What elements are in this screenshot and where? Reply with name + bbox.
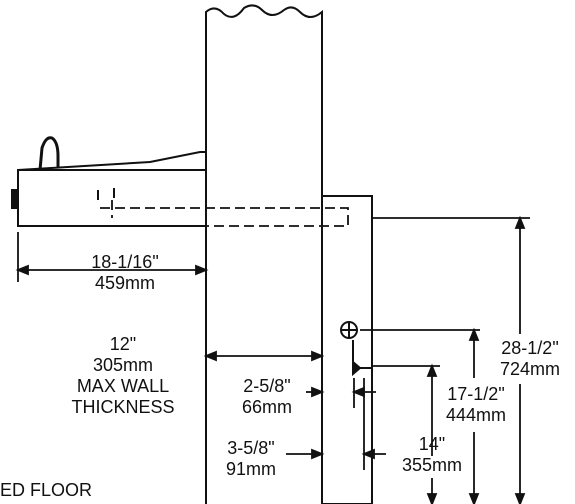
wall-note-line2: THICKNESS [71, 397, 175, 417]
projection-dimension: 18-1/16" 459mm [60, 252, 190, 294]
unit-height-dimension: 28-1/2" 724mm [488, 338, 572, 380]
frame-offset-imperial: 2-5/8" [243, 376, 291, 396]
drain-height-dimension: 17-1/2" 444mm [438, 384, 514, 426]
unit-height-imperial: 28-1/2" [501, 338, 559, 358]
supply-valve [352, 359, 362, 377]
wall-metric: 305mm [92, 355, 154, 375]
supply-offset-dimension: 3-5/8" 91mm [214, 438, 288, 480]
frame-offset-metric: 66mm [241, 397, 292, 417]
drain-height-metric: 444mm [445, 405, 507, 425]
mounting-frame [321, 195, 373, 504]
projection-metric: 459mm [94, 273, 156, 293]
unit-height-metric: 724mm [499, 359, 561, 379]
wall-dimension: 12" 305mm MAX WALL THICKNESS [48, 334, 198, 418]
dimension-lines [15, 215, 530, 504]
wall-imperial: 12" [109, 334, 137, 354]
floor-label: ED FLOOR [0, 480, 93, 500]
supply-line-hidden [100, 200, 349, 227]
supply-height-metric: 355mm [401, 455, 463, 475]
wall-section [205, 4, 323, 504]
fountain-unit [11, 136, 207, 227]
wall-note-line1: MAX WALL [76, 376, 170, 396]
supply-offset-metric: 91mm [225, 459, 276, 479]
frame-offset-dimension: 2-5/8" 66mm [232, 376, 302, 418]
projection-imperial: 18-1/16" [91, 252, 159, 272]
supply-offset-imperial: 3-5/8" [227, 438, 275, 458]
supply-height-dimension: 14" 355mm [392, 434, 472, 476]
drain-height-imperial: 17-1/2" [447, 384, 505, 404]
supply-height-imperial: 14" [418, 434, 446, 454]
